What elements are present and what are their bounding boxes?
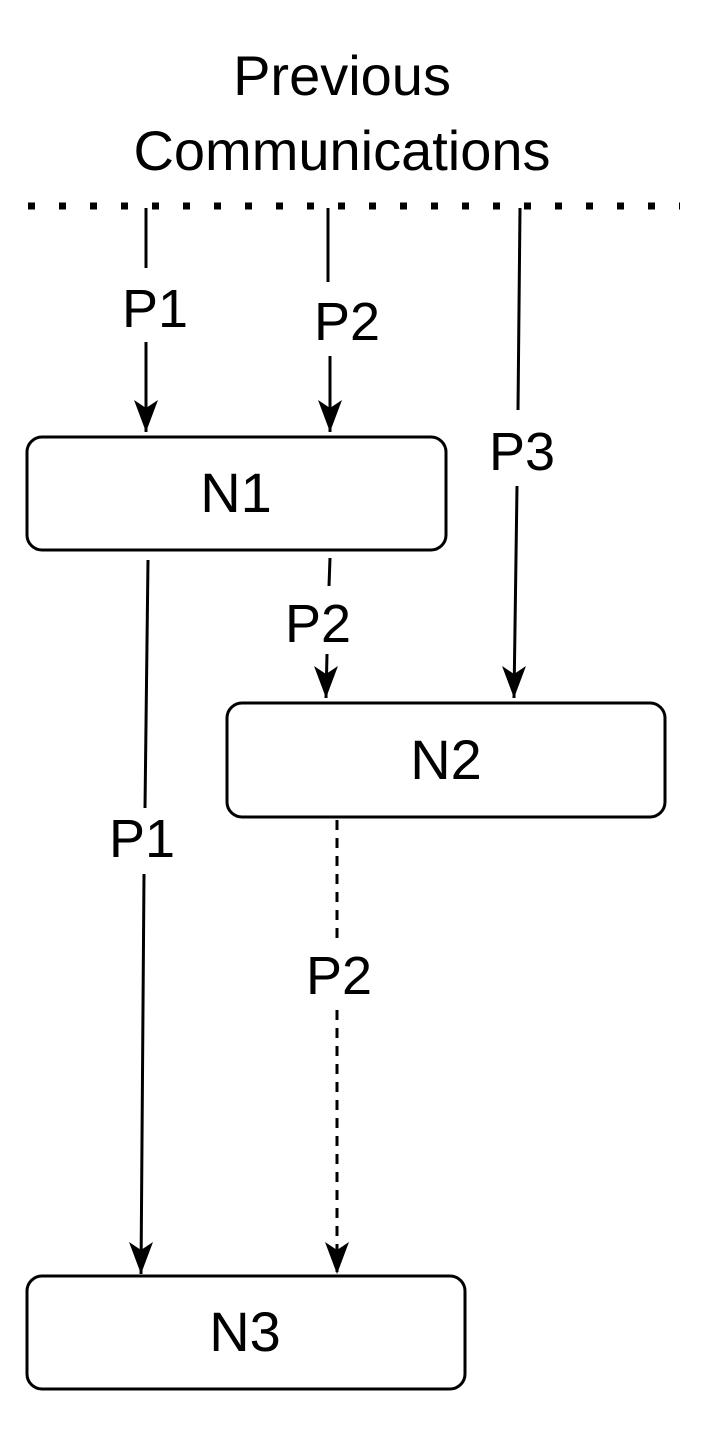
header-title-line2: Communications: [133, 119, 550, 182]
edge-label-p1-in: P1: [122, 279, 188, 339]
node-n3-label: N3: [209, 1300, 281, 1363]
edge-p2-to-n1: [318, 208, 342, 432]
edge-label-p2-in: P2: [314, 292, 380, 352]
edge-p2-n2-to-n3-dashed: [325, 820, 349, 1274]
edge-label-p3-in: P3: [489, 422, 555, 482]
edge-p3-to-n2: [502, 207, 526, 699]
edge-label-p2-n1-n2: P2: [285, 594, 351, 654]
edge-p2-n1-to-n2: [314, 557, 338, 699]
node-n1: N1: [25, 435, 448, 552]
edge-label-p2-n2-n3: P2: [306, 946, 372, 1006]
node-n2-label: N2: [410, 728, 482, 791]
node-n3: N3: [25, 1274, 467, 1391]
header-title-line1: Previous: [233, 44, 451, 107]
node-n2: N2: [225, 701, 667, 819]
edge-label-p1-n1-n3: P1: [109, 809, 175, 869]
node-n1-label: N1: [200, 461, 272, 524]
edge-p1-to-n1: [134, 208, 158, 432]
edge-p1-n1-to-n3: [129, 559, 153, 1275]
